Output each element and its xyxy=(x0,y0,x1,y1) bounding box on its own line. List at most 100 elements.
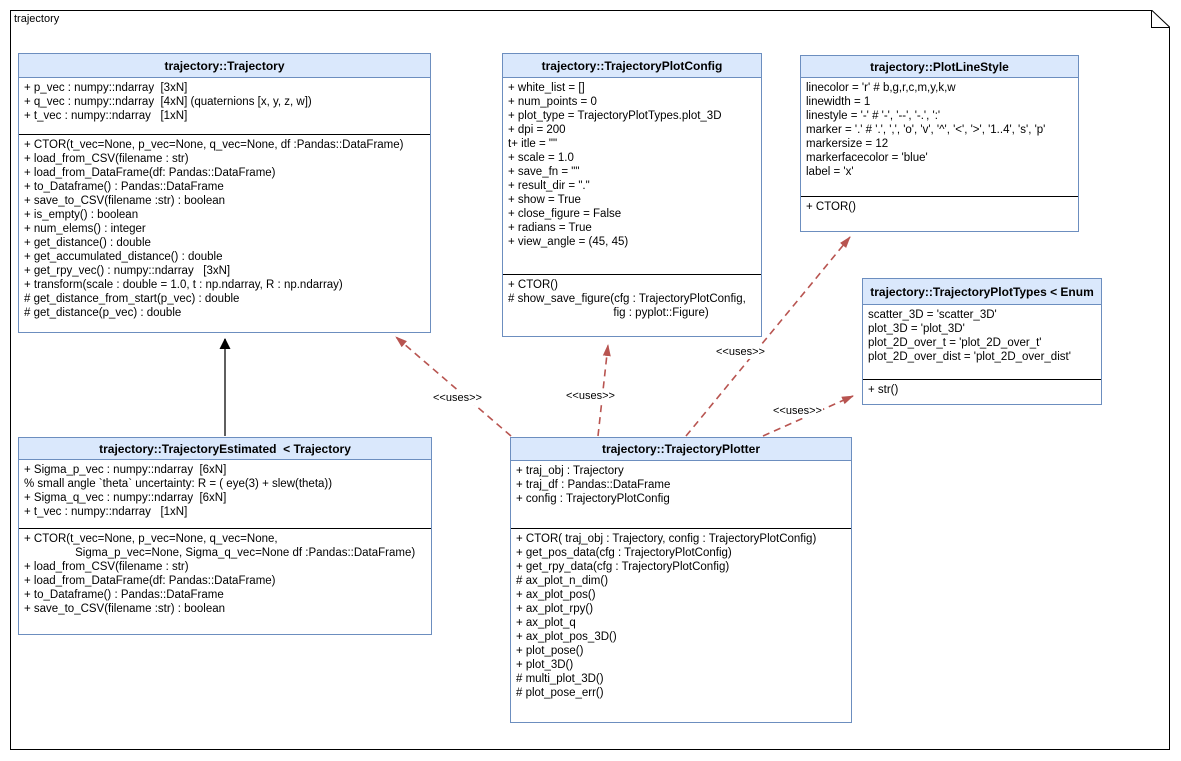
attribute-line: + save_fn = "" xyxy=(508,166,580,178)
enum-value-line: plot_3D = 'plot_3D' xyxy=(868,323,965,335)
attribute-line: + Sigma_q_vec : numpy::ndarray [6xN] xyxy=(24,492,227,504)
class-trajectory-plotter-attributes: + traj_obj : Trajectory + traj_df : Panda… xyxy=(511,461,851,528)
class-trajectory-methods: + CTOR(t_vec=None, p_vec=None, q_vec=Non… xyxy=(19,134,430,332)
attribute-line: + plot_type = TrajectoryPlotTypes.plot_3… xyxy=(508,110,722,122)
attribute-line: + p_vec : numpy::ndarray [3xN] xyxy=(24,82,188,94)
attribute-line: + traj_df : Pandas::DataFrame xyxy=(516,479,671,491)
attribute-line: + dpi = 200 xyxy=(508,124,566,136)
attribute-line: linecolor = 'r' # b,g,r,c,m,y,k,w xyxy=(806,82,956,94)
class-plot-config-attributes: + white_list = [] + num_points = 0 + plot_… xyxy=(503,78,761,274)
class-trajectory-plotter: trajectory::TrajectoryPlotter + traj_obj… xyxy=(510,437,852,723)
attribute-line: linewidth = 1 xyxy=(806,96,871,108)
method-line: + to_Dataframe() : Pandas::DataFrame xyxy=(24,181,224,193)
method-line: + ax_plot_q xyxy=(516,617,576,629)
class-plot-types-attributes: scatter_3D = 'scatter_3D' plot_3D = 'plot… xyxy=(863,305,1101,379)
uses-label: <<uses>> xyxy=(565,390,616,403)
method-line: + get_distance() : double xyxy=(24,237,151,249)
class-plot-line-style-methods: + CTOR() xyxy=(801,196,1078,231)
method-line: + get_rpy_vec() : numpy::ndarray [3xN] xyxy=(24,265,231,277)
method-line: + load_from_DataFrame(df: Pandas::DataFr… xyxy=(24,575,276,587)
class-plot-line-style-title: trajectory::PlotLineStyle xyxy=(801,56,1078,78)
method-line: + CTOR( traj_obj : Trajectory, config : … xyxy=(516,533,817,545)
attribute-line: + result_dir = "." xyxy=(508,180,590,192)
attribute-line: + show = True xyxy=(508,194,581,206)
method-line: + is_empty() : boolean xyxy=(24,209,139,221)
attribute-line: + white_list = [] xyxy=(508,82,585,94)
enum-value-line: plot_2D_over_t = 'plot_2D_over_t' xyxy=(868,337,1042,349)
method-line: # get_distance(p_vec) : double xyxy=(24,307,182,319)
frame-title: trajectory xyxy=(14,13,60,25)
attribute-line: label = 'x' xyxy=(806,166,854,178)
method-line: + CTOR() xyxy=(806,201,856,213)
attribute-line: + radians = True xyxy=(508,222,592,234)
class-plot-line-style-attributes: linecolor = 'r' # b,g,r,c,m,y,k,w linewid… xyxy=(801,78,1078,196)
attribute-line: + t_vec : numpy::ndarray [1xN] xyxy=(24,506,188,518)
class-trajectory-plotter-title: trajectory::TrajectoryPlotter xyxy=(511,438,851,461)
method-line: # show_save_figure(cfg : TrajectoryPlotC… xyxy=(508,293,746,305)
attribute-line: + traj_obj : Trajectory xyxy=(516,465,624,477)
method-line: # plot_pose_err() xyxy=(516,687,604,699)
diagram-frame: trajectory xyxy=(10,10,1170,750)
uses-label: <<uses>> xyxy=(432,392,483,405)
method-line: + plot_3D() xyxy=(516,659,574,671)
attribute-line: markersize = 12 xyxy=(806,138,889,150)
method-line: + get_accumulated_distance() : double xyxy=(24,251,223,263)
attribute-line: linestyle = '-' # '-', '--', '-.', ':' xyxy=(806,110,941,122)
method-line: + get_rpy_data(cfg : TrajectoryPlotConfi… xyxy=(516,561,730,573)
method-line: + str() xyxy=(868,384,899,396)
method-line: + load_from_CSV(filename : str) xyxy=(24,561,189,573)
class-trajectory-plotter-methods: + CTOR( traj_obj : Trajectory, config : … xyxy=(511,528,851,722)
method-line: + CTOR(t_vec=None, p_vec=None, q_vec=Non… xyxy=(24,139,404,151)
enum-value-line: plot_2D_over_dist = 'plot_2D_over_dist' xyxy=(868,351,1071,363)
method-line: + ax_plot_pos() xyxy=(516,589,596,601)
attribute-line: + view_angle = (45, 45) xyxy=(508,236,629,248)
method-line: + CTOR() xyxy=(508,279,558,291)
attribute-line: t+ itle = "" xyxy=(508,138,558,150)
attribute-line: + close_figure = False xyxy=(508,208,622,220)
method-line: + transform(scale : double = 1.0, t : np… xyxy=(24,279,343,291)
uses-label: <<uses>> xyxy=(772,405,823,418)
class-trajectory-title: trajectory::Trajectory xyxy=(19,54,430,78)
class-trajectory-estimated-methods: + CTOR(t_vec=None, p_vec=None, q_vec=Non… xyxy=(19,528,431,634)
attribute-line: % small angle `theta` uncertainty: R = (… xyxy=(24,478,333,490)
method-line: + num_elems() : integer xyxy=(24,223,146,235)
enum-value-line: scatter_3D = 'scatter_3D' xyxy=(868,309,997,321)
class-trajectory: trajectory::Trajectory + p_vec : numpy::… xyxy=(18,53,431,333)
attribute-line: + t_vec : numpy::ndarray [1xN] xyxy=(24,110,188,122)
attribute-line: + num_points = 0 xyxy=(508,96,597,108)
method-line: + plot_pose() xyxy=(516,645,584,657)
class-plot-config-title: trajectory::TrajectoryPlotConfig xyxy=(503,54,761,78)
class-plot-line-style: trajectory::PlotLineStyle linecolor = 'r… xyxy=(800,55,1079,232)
folded-corner-icon xyxy=(1151,10,1170,28)
attribute-line: + Sigma_p_vec : numpy::ndarray [6xN] xyxy=(24,464,227,476)
method-line: Sigma_p_vec=None, Sigma_q_vec=None df :P… xyxy=(24,547,416,559)
class-trajectory-estimated-title: trajectory::TrajectoryEstimated < Trajec… xyxy=(19,438,431,460)
method-line: # multi_plot_3D() xyxy=(516,673,604,685)
method-line: + save_to_CSV(filename :str) : boolean xyxy=(24,603,226,615)
method-line: + ax_plot_pos_3D() xyxy=(516,631,617,643)
class-plot-config: trajectory::TrajectoryPlotConfig + white… xyxy=(502,53,762,337)
method-line: + to_Dataframe() : Pandas::DataFrame xyxy=(24,589,224,601)
class-trajectory-attributes: + p_vec : numpy::ndarray [3xN]+ q_vec : … xyxy=(19,78,430,134)
method-line: + load_from_DataFrame(df: Pandas::DataFr… xyxy=(24,167,276,179)
class-trajectory-estimated-attributes: + Sigma_p_vec : numpy::ndarray [6xN]% sm… xyxy=(19,460,431,528)
method-line: # get_distance_from_start(p_vec) : doubl… xyxy=(24,293,240,305)
attribute-line: + config : TrajectoryPlotConfig xyxy=(516,493,670,505)
attribute-line: + scale = 1.0 xyxy=(508,152,574,164)
method-line: + ax_plot_rpy() xyxy=(516,603,594,615)
class-plot-types-methods: + str() xyxy=(863,379,1101,404)
method-line: + load_from_CSV(filename : str) xyxy=(24,153,189,165)
attribute-line: marker = '.' # '.', ',', 'o', 'v', '^', … xyxy=(806,124,1046,136)
class-trajectory-estimated: trajectory::TrajectoryEstimated < Trajec… xyxy=(18,437,432,635)
uses-label: <<uses>> xyxy=(715,346,766,359)
method-line: + get_pos_data(cfg : TrajectoryPlotConfi… xyxy=(516,547,732,559)
method-line: + CTOR(t_vec=None, p_vec=None, q_vec=Non… xyxy=(24,533,278,545)
class-plot-types: trajectory::TrajectoryPlotTypes < Enum s… xyxy=(862,278,1102,405)
class-plot-config-methods: + CTOR() # show_save_figure(cfg : Traject… xyxy=(503,274,761,336)
class-plot-types-title: trajectory::TrajectoryPlotTypes < Enum xyxy=(863,279,1101,305)
attribute-line: + q_vec : numpy::ndarray [4xN] (quaterni… xyxy=(24,96,312,108)
method-line: + save_to_CSV(filename :str) : boolean xyxy=(24,195,226,207)
method-line: # ax_plot_n_dim() xyxy=(516,575,609,587)
attribute-line: markerfacecolor = 'blue' xyxy=(806,152,928,164)
